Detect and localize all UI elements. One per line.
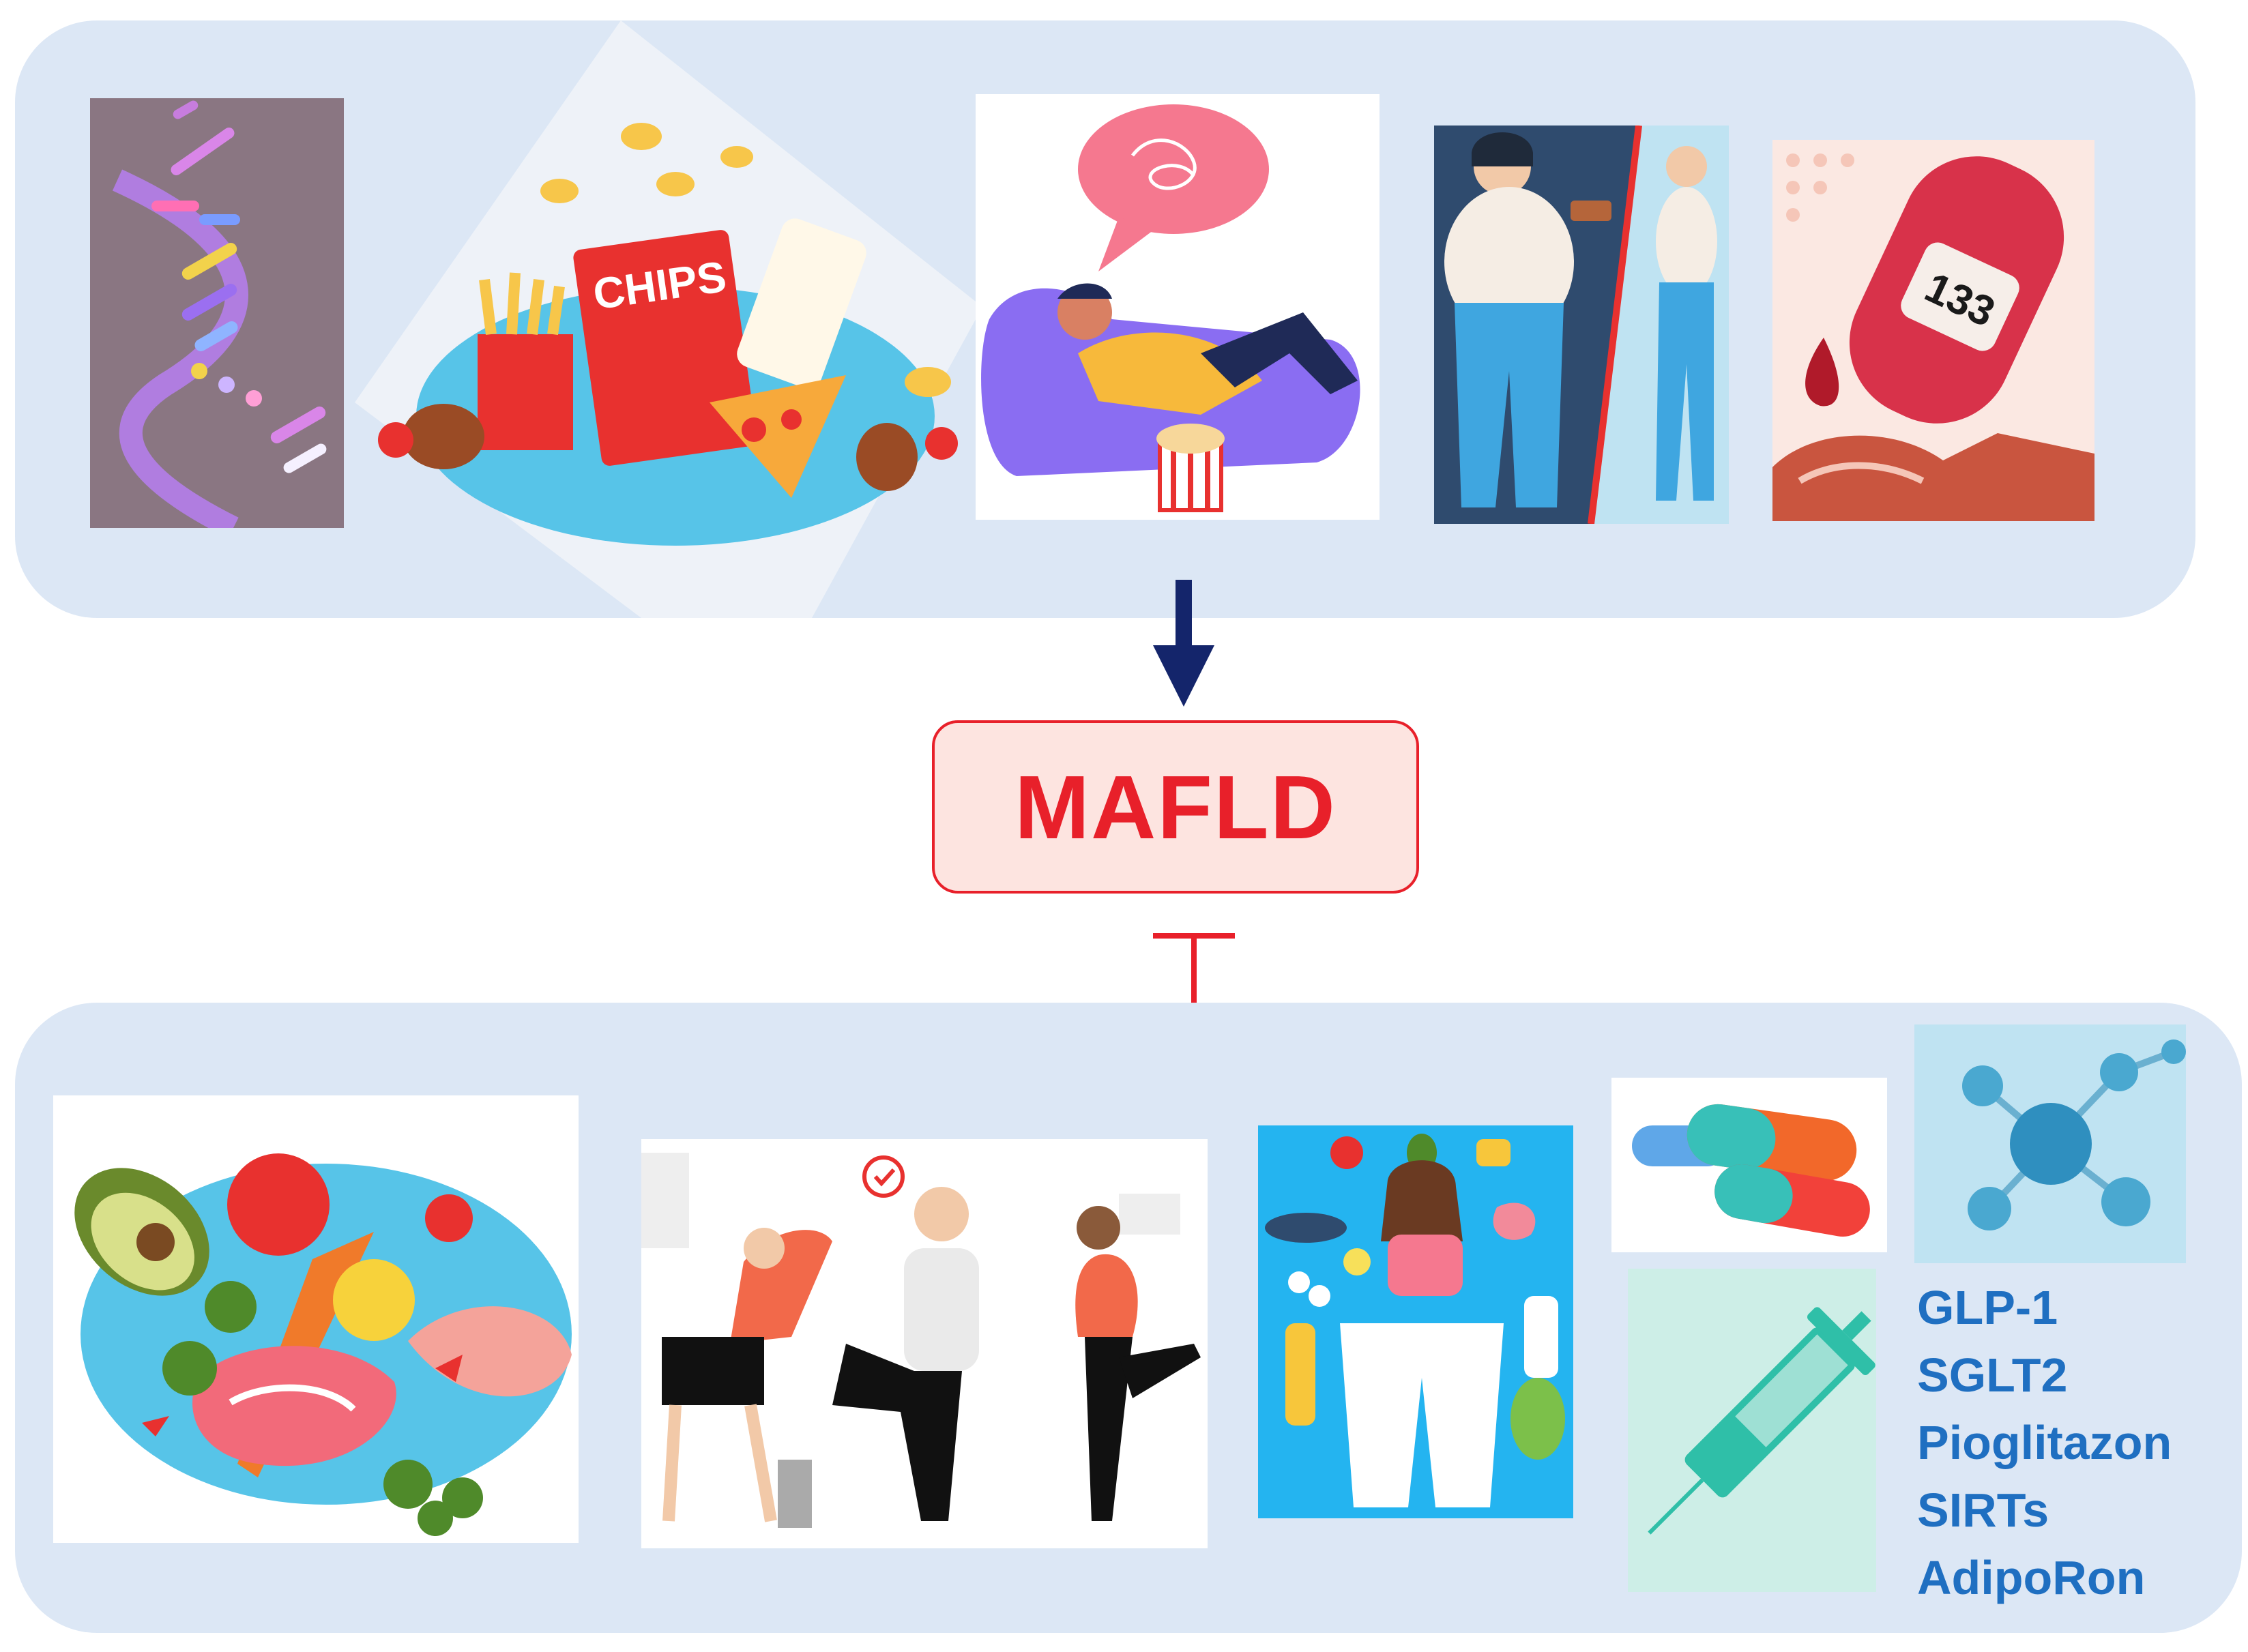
weight-loss-icon xyxy=(1258,1125,1573,1518)
drug-sirts: SIRTs xyxy=(1917,1484,2049,1537)
drug-pioglitazon: Pioglitazon xyxy=(1917,1416,2172,1469)
capsule-pills-icon xyxy=(1611,1078,1887,1252)
molecule-icon xyxy=(1914,1024,2186,1263)
drug-sglt2: SGLT2 xyxy=(1917,1348,2068,1402)
sedentary-couch-icon xyxy=(976,94,1380,520)
glucometer-icon: 133 xyxy=(1772,140,2094,521)
mafld-box: MAFLD xyxy=(932,720,1419,894)
drug-adiporon: AdipoRon xyxy=(1917,1551,2146,1604)
drug-list: GLP-1 SGLT2 Pioglitazon SIRTs AdipoRon xyxy=(1917,1274,2172,1612)
arrow-down-icon xyxy=(1153,580,1214,707)
syringe-icon xyxy=(1628,1269,1876,1592)
drug-glp-1: GLP-1 xyxy=(1917,1281,2058,1334)
exercise-icon xyxy=(641,1139,1208,1548)
dna-helix-icon xyxy=(90,98,344,528)
obesity-mirror-icon xyxy=(1434,126,1729,524)
healthy-food-icon xyxy=(53,1095,579,1543)
mafld-label: MAFLD xyxy=(1014,756,1337,857)
junk-food-icon: CHIPS xyxy=(355,20,982,618)
